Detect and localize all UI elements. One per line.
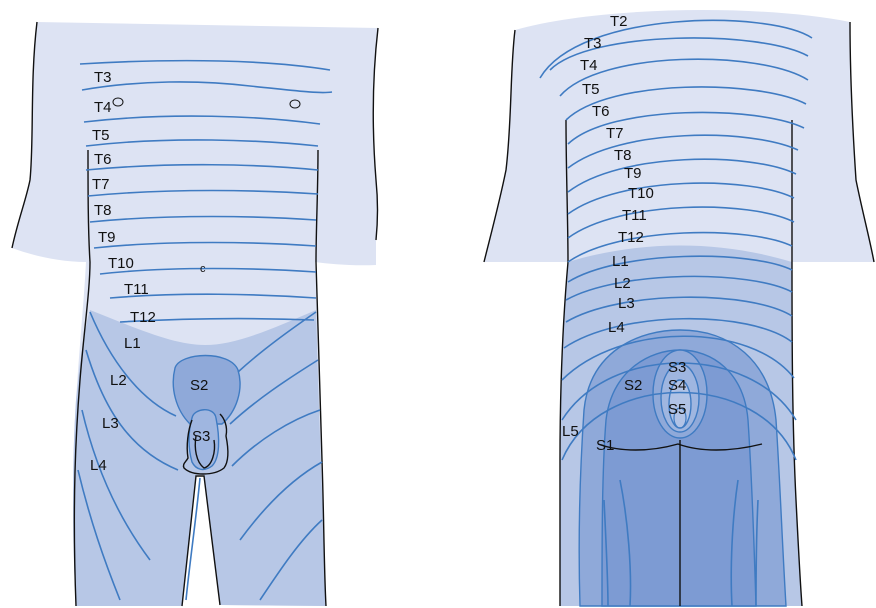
back-label-s2: S2 — [624, 377, 642, 394]
front-label-t4: T4 — [94, 99, 112, 116]
front-label-t7: T7 — [92, 176, 110, 193]
front-label-t8: T8 — [94, 202, 112, 219]
back-label-l1: L1 — [612, 253, 629, 270]
front-label-s3: S3 — [192, 428, 210, 445]
back-label-s4: S4 — [668, 377, 686, 394]
back-label-t4: T4 — [580, 57, 598, 74]
back-label-t2: T2 — [610, 13, 628, 30]
back-view: T2 T3 T4 T5 T6 T7 T8 T9 T10 T11 T12 L1 L… — [484, 10, 874, 606]
back-label-t10: T10 — [628, 185, 654, 202]
front-label-l1: L1 — [124, 335, 141, 352]
back-label-l4: L4 — [608, 319, 625, 336]
front-label-t6: T6 — [94, 151, 112, 168]
back-label-t11: T11 — [622, 207, 647, 224]
back-label-t8: T8 — [614, 147, 632, 164]
front-label-t3: T3 — [94, 69, 112, 86]
back-label-l5: L5 — [562, 423, 579, 440]
front-label-s2: S2 — [190, 377, 208, 394]
front-umbilicus-mark: c — [200, 263, 206, 275]
front-label-t12: T12 — [130, 309, 156, 326]
front-label-t11: T11 — [124, 281, 149, 298]
front-label-t9: T9 — [98, 229, 116, 246]
back-label-t3: T3 — [584, 35, 602, 52]
back-label-t9: T9 — [624, 165, 642, 182]
back-label-t6: T6 — [592, 103, 610, 120]
back-label-t5: T5 — [582, 81, 600, 98]
front-label-t5: T5 — [92, 127, 110, 144]
front-label-t10: T10 — [108, 255, 134, 272]
back-label-t12: T12 — [618, 229, 644, 246]
back-label-l3: L3 — [618, 295, 635, 312]
back-label-l2: L2 — [614, 275, 631, 292]
back-label-t7: T7 — [606, 125, 624, 142]
back-label-s3: S3 — [668, 359, 686, 376]
back-label-s5: S5 — [668, 401, 686, 418]
front-label-l3: L3 — [102, 415, 119, 432]
front-view: T3 T4 T5 T6 T7 T8 T9 T10 T11 T12 L1 L2 L… — [12, 22, 378, 606]
front-label-l4: L4 — [90, 457, 107, 474]
back-label-s1: S1 — [596, 437, 614, 454]
front-label-l2: L2 — [110, 372, 127, 389]
